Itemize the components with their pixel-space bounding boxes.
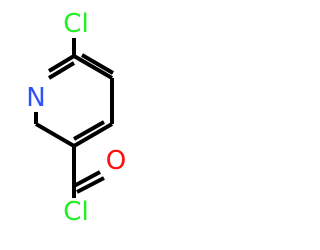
bond-c3-c2: [34, 122, 76, 148]
bond-n-c6-inner: [47, 61, 76, 80]
bond-c-o-inner: [76, 176, 105, 194]
bond-n-c6: [47, 54, 76, 73]
bond-c6-c5-inner: [80, 53, 115, 75]
bond-c4-c3-inner: [73, 120, 105, 141]
molecule-structure: N Cl O Cl: [26, 9, 126, 227]
atom-labels: N Cl O Cl: [26, 9, 126, 227]
bond-c4-c3: [72, 122, 114, 148]
bonds: [34, 38, 115, 198]
atom-n1-label: N: [26, 83, 45, 113]
atom-cl-acyl-label: Cl: [63, 197, 88, 227]
bond-c-o: [73, 170, 101, 188]
bond-c6-c5: [72, 54, 114, 80]
atom-cl-ring-label: Cl: [63, 9, 88, 39]
atom-o-carbonyl-label: O: [106, 146, 126, 176]
